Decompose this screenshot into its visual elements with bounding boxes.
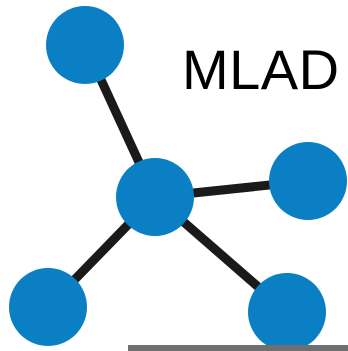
node-center (116, 158, 194, 236)
node-right (269, 142, 347, 220)
node-bottom-left (9, 268, 87, 346)
network-nodes (9, 6, 347, 351)
bottom-edge-strip (128, 345, 348, 351)
logo-wordmark: MLAD (182, 42, 340, 98)
node-bottom-right (248, 273, 326, 351)
node-top-left (46, 6, 124, 84)
